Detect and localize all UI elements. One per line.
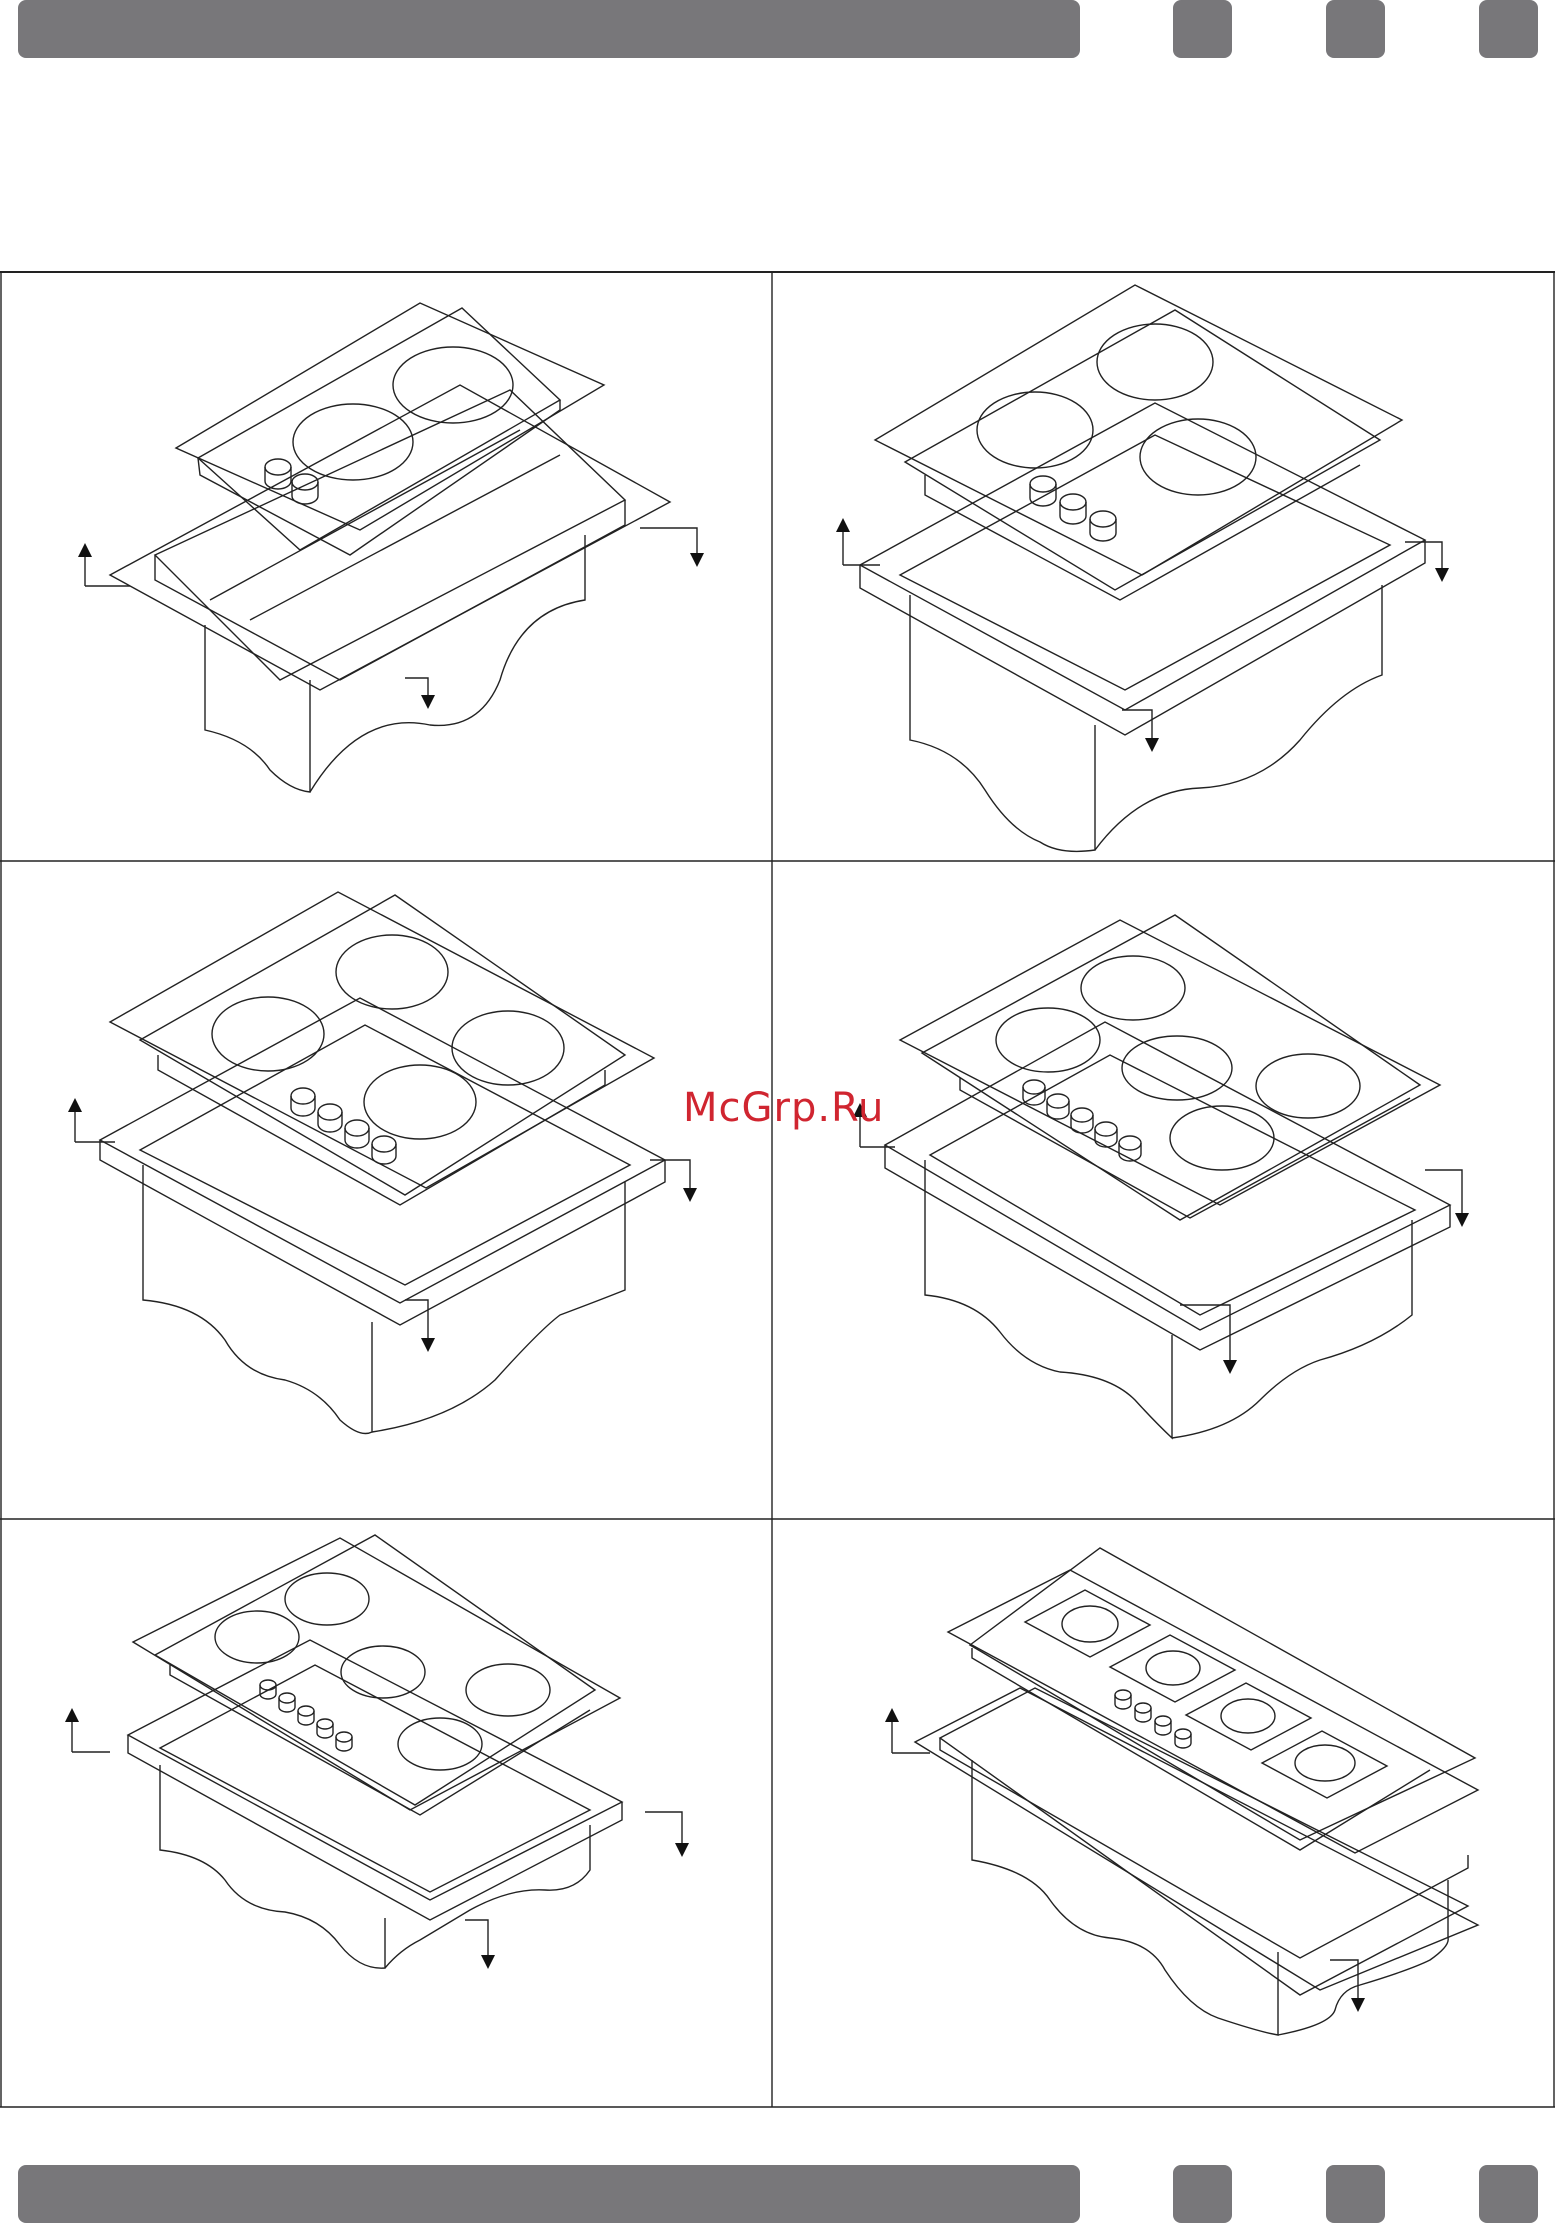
header-tab-1 (1173, 0, 1232, 58)
footer-tab-2 (1326, 2165, 1385, 2223)
footer-tab-3 (1479, 2165, 1538, 2223)
footer-tab-1 (1173, 2165, 1232, 2223)
installation-diagram-grid (0, 270, 1555, 2110)
panel-6-hob-4-zone-long (892, 1548, 1478, 2035)
header-tab-2 (1326, 0, 1385, 58)
header-tab-3 (1479, 0, 1538, 58)
diagram-svg (0, 270, 1555, 2110)
header-main-bar (18, 0, 1080, 58)
panel-2-hob-3-burner (843, 285, 1442, 851)
panel-1-hob-2-burner (85, 303, 697, 792)
panel-5-hob-5-burner-long (72, 1535, 682, 1968)
panel-3-hob-4-burner (75, 892, 690, 1434)
panel-4-hob-5-burner (860, 915, 1462, 1438)
watermark-text: McGrp.Ru (683, 1085, 884, 1131)
footer-main-bar (18, 2165, 1080, 2223)
